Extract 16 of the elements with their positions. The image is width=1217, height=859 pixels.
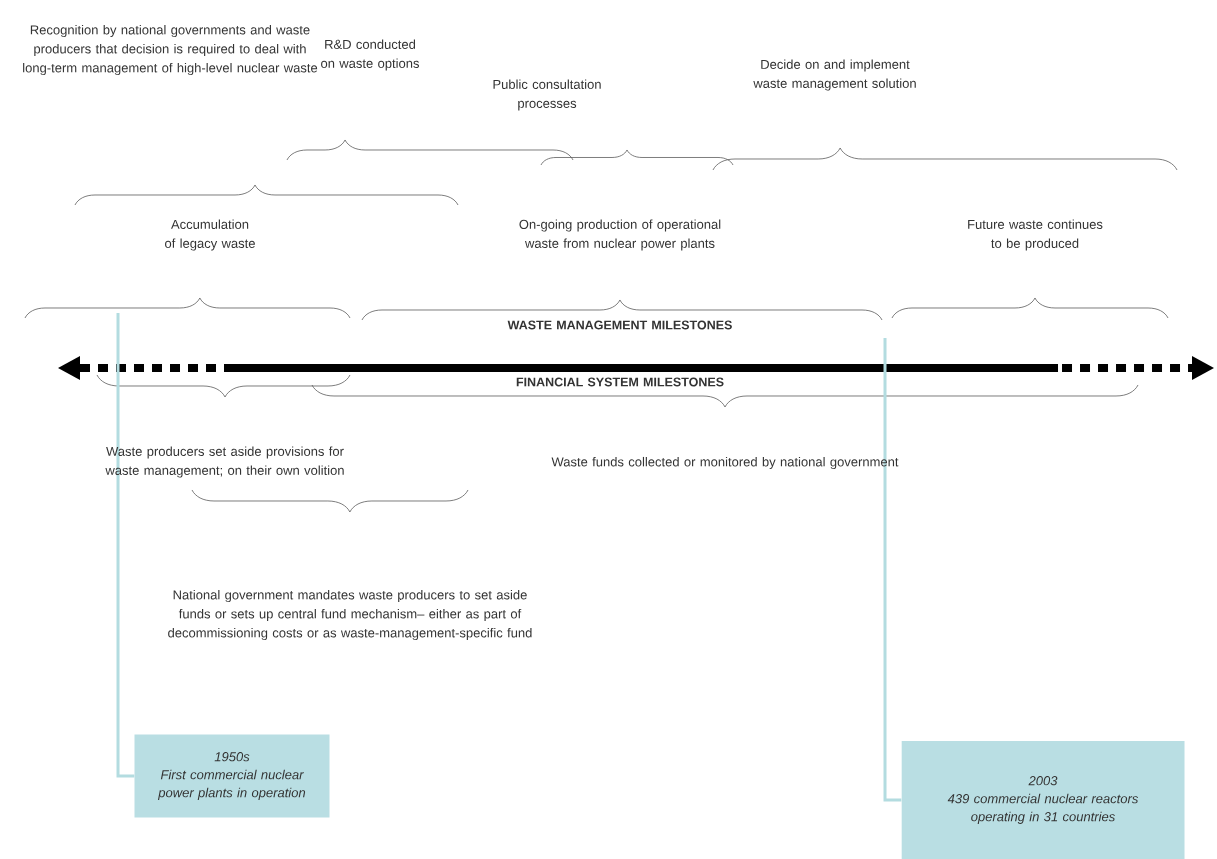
leader-line xyxy=(116,313,135,778)
annotation-text: Decide on and implement waste management solution xyxy=(753,59,916,91)
leader-line xyxy=(883,338,902,802)
annotation-text: Public consultation processes xyxy=(493,79,601,111)
annotation-text: National government mandates waste producers to set aside funds or sets up central fund mechanism– either as part of decommissioning costs or as waste-management-specific fund xyxy=(168,589,532,641)
info-box: 1950s First commercial nuclear power plants in operation xyxy=(134,734,330,818)
heading: WASTE MANAGEMENT MILESTONES xyxy=(507,320,732,330)
annotation-text: Waste producers set aside provisions for waste management; on their own volition xyxy=(105,446,344,478)
annotation-text: R&D conducted on waste options xyxy=(321,39,419,71)
annotation-text: Waste funds collected or monitored by national government xyxy=(551,456,899,470)
annotation-text: Accumulation of legacy waste xyxy=(165,219,255,251)
annotation-text: On-going production of operational waste from nuclear power plants xyxy=(519,219,721,251)
info-box: 2003 439 commercial nuclear reactors operating in 31 countries xyxy=(901,741,1185,859)
annotation-text: Future waste continues to be produced xyxy=(968,219,1103,251)
heading: FINANCIAL SYSTEM MILESTONES xyxy=(516,377,724,387)
annotation-text: Recognition by national governments and waste producers that decision is required to deal with long-term management of high-level nuclear waste xyxy=(23,24,318,76)
